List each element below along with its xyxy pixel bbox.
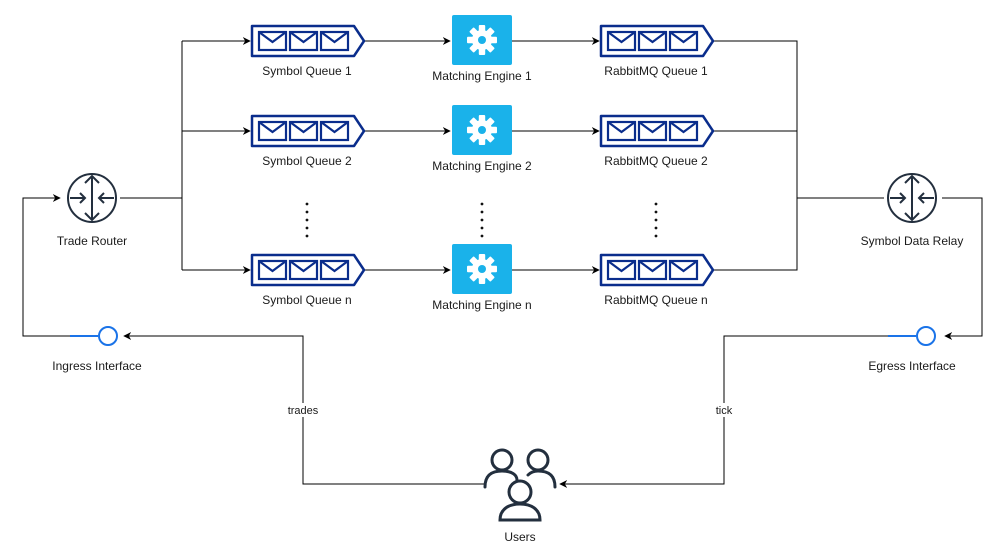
interface-icon [70,326,118,346]
envelope-icon [668,259,699,281]
envelope-icon [637,259,668,281]
envelope-icon [319,120,350,142]
symbol-queue-icon [250,253,366,287]
envelope-icon [637,30,668,52]
trade-router: Trade Router [57,173,127,248]
rabbitmq-queue-label: RabbitMQ Queue 1 [604,64,708,78]
edge-relay-egress [942,197,983,340]
edge-rabbit-fanin [712,40,798,271]
gear-icon [467,115,497,145]
ingress-interface: Ingress Interface [52,326,142,373]
symbol-queue-icon [250,114,366,148]
router-icon [67,173,117,223]
symbol-queue-label: Symbol Queue 1 [262,64,352,78]
matching-engine-label: Matching Engine 2 [432,159,532,173]
pipeline-rows: Symbol Queue 1 Matching Engine 1 RabbitMQ … [250,15,715,312]
envelope-icon [319,259,350,281]
trades-label-bg [284,403,322,417]
users: Users [483,448,557,544]
envelope-icon [668,120,699,142]
pipeline-row: Symbol Queue 2 Matching Engine 2 RabbitMQ … [250,105,715,173]
matching-engine-label: Matching Engine 1 [432,69,532,83]
envelope-icon [257,30,288,52]
envelope-icon [257,120,288,142]
symbol-queue-icon [250,24,366,58]
trade-router-label: Trade Router [57,234,127,248]
tick-label-bg [713,403,735,417]
envelope-icon [288,259,319,281]
rabbitmq-queue-icon [599,24,715,58]
envelope-icon [637,120,668,142]
envelope-icon [606,120,637,142]
edges: trades tick [22,37,983,488]
pipeline-row: Symbol Queue n Matching Engine n RabbitMQ … [250,244,715,312]
envelope-icon [288,30,319,52]
ellipsis-rabbit [654,202,658,238]
symbol-data-relay-label: Symbol Data Relay [861,234,964,248]
rabbitmq-queue-label: RabbitMQ Queue 2 [604,154,708,168]
matching-engine-icon [452,244,512,294]
envelope-icon [288,120,319,142]
matching-engine-label: Matching Engine n [432,298,531,312]
rabbitmq-queue-icon [599,114,715,148]
users-label: Users [504,530,535,544]
edge-label-tick: tick [716,405,733,417]
router-icon [887,173,937,223]
gear-icon [467,25,497,55]
rabbitmq-queue-label: RabbitMQ Queue n [604,293,707,307]
gear-icon [467,254,497,284]
matching-engine-icon [452,15,512,65]
envelope-icon [668,30,699,52]
egress-interface-label: Egress Interface [868,359,956,373]
ingress-interface-label: Ingress Interface [52,359,142,373]
envelope-icon [606,259,637,281]
ellipsis-engines [480,202,484,238]
egress-interface: Egress Interface [868,326,956,373]
edge-label-trades: trades [288,405,319,417]
symbol-queue-label: Symbol Queue 2 [262,154,352,168]
ellipsis-queues [305,202,309,238]
symbol-data-relay: Symbol Data Relay [861,173,964,248]
symbol-queue-label: Symbol Queue n [262,293,351,307]
pipeline-row: Symbol Queue 1 Matching Engine 1 RabbitMQ … [250,15,715,83]
envelope-icon [319,30,350,52]
edge-ingress-router [22,194,96,337]
rabbitmq-queue-icon [599,253,715,287]
matching-engine-icon [452,105,512,155]
envelope-icon [606,30,637,52]
interface-icon [888,326,936,346]
envelope-icon [257,259,288,281]
users-icon [483,448,557,522]
